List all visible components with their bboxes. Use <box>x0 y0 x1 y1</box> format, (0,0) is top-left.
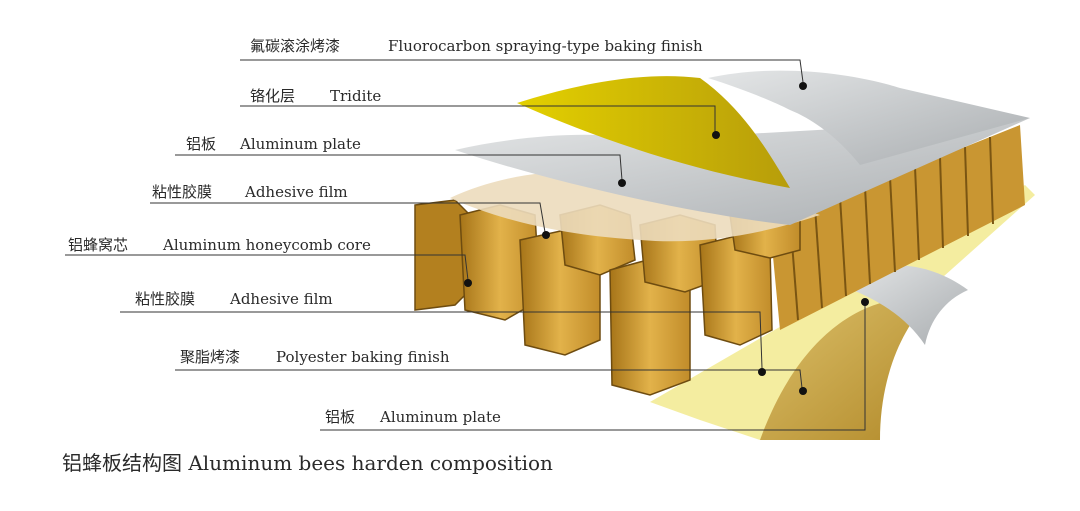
fluorocarbon-finish-layer <box>708 70 1030 165</box>
label-tridite-cn: 铬化层 <box>250 87 295 105</box>
label-aluminum-plate-top-en: Aluminum plate <box>239 135 361 153</box>
label-polyester-cn: 聚脂烤漆 <box>180 348 240 366</box>
label-honeycomb-cn: 铝蜂窝芯 <box>68 236 128 254</box>
honeycomb-side-wall <box>770 125 1025 330</box>
label-aluminum-plate-top-cn: 铝板 <box>186 135 216 153</box>
honeycomb-side-ribs <box>789 136 994 321</box>
label-tridite-en: Tridite <box>330 87 381 105</box>
label-adhesive-bottom-cn: 粘性胶膜 <box>135 290 195 308</box>
label-honeycomb-en: Aluminum honeycomb core <box>162 236 371 254</box>
layer-labels: 氟碳滚涂烤漆 Fluorocarbon spraying-type baking… <box>68 37 703 426</box>
bottom-aluminum-plate-curl <box>760 298 930 440</box>
adhesive-film-top <box>450 171 820 242</box>
bottom-gray-curl <box>840 265 968 345</box>
label-aluminum-plate-bottom-cn: 铝板 <box>325 408 355 426</box>
diagram-caption: 铝蜂板结构图 Aluminum bees harden composition <box>62 451 553 475</box>
label-adhesive-bottom-en: Adhesive film <box>229 290 333 308</box>
label-polyester-en: Polyester baking finish <box>276 348 450 366</box>
leader-lines <box>65 59 866 431</box>
label-aluminum-plate-bottom-en: Aluminum plate <box>379 408 501 426</box>
leader-dots <box>464 82 869 395</box>
label-adhesive-top-en: Adhesive film <box>244 183 348 201</box>
label-fluorocarbon-cn: 氟碳滚涂烤漆 <box>250 37 340 55</box>
label-fluorocarbon-en: Fluorocarbon spraying-type baking finish <box>388 37 703 55</box>
tridite-layer <box>517 76 790 188</box>
label-adhesive-top-cn: 粘性胶膜 <box>152 183 212 201</box>
